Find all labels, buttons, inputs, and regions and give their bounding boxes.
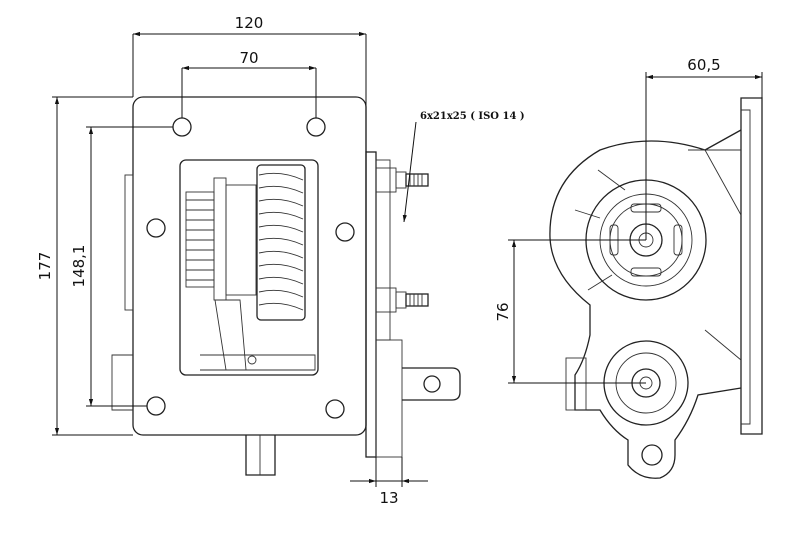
pin [247, 355, 257, 365]
hole-top-right [306, 117, 326, 137]
shift-fork [214, 299, 247, 371]
front-view [111, 96, 461, 476]
hole-top-left [172, 117, 192, 137]
housing-web [574, 169, 626, 291]
side-tab [402, 367, 461, 401]
front-dimensions [52, 31, 428, 487]
left-lower-boss [111, 354, 133, 411]
lug-hole [641, 444, 663, 466]
side-view [549, 97, 763, 479]
dim-60-label: 60,5 [687, 56, 720, 74]
side-boss [565, 357, 587, 411]
flange-plate [132, 96, 367, 436]
side-flange-step [375, 159, 391, 341]
mount-plate-inner [741, 109, 751, 425]
shift-rail [200, 354, 316, 371]
helical-gear-teeth [258, 172, 304, 311]
dim-148-label: 148,1 [70, 245, 88, 288]
hole-bottom-left [146, 396, 166, 416]
stud-spec-label: 6x21x25 ( ISO 14 ) [420, 111, 525, 122]
stud-lower [375, 287, 429, 313]
side-dimensions [508, 72, 763, 384]
hole-mid-right [335, 222, 355, 242]
side-flange [365, 151, 377, 458]
shaft-collar [213, 177, 227, 301]
stud-upper [375, 167, 429, 193]
dim-120-label: 120 [235, 14, 264, 32]
housing-outline [549, 129, 742, 479]
side-flange-base [375, 339, 403, 458]
left-body-strip [124, 174, 134, 311]
dim-70-label: 70 [239, 49, 258, 67]
dim-177-label: 177 [36, 252, 54, 281]
hole-mid-left [146, 218, 166, 238]
dim-76-label: 76 [494, 302, 512, 321]
side-tab-hole [423, 375, 441, 393]
dim-13-label: 13 [379, 489, 398, 507]
housing-rib [688, 149, 742, 361]
shaft-sleeve [225, 184, 257, 296]
hole-bottom-right [325, 399, 345, 419]
spur-gear [185, 191, 215, 288]
bottom-tab [245, 435, 276, 476]
mount-plate [740, 97, 763, 435]
spur-gear-teeth [186, 199, 214, 281]
inner-window [179, 159, 319, 376]
helical-gear [256, 164, 306, 321]
